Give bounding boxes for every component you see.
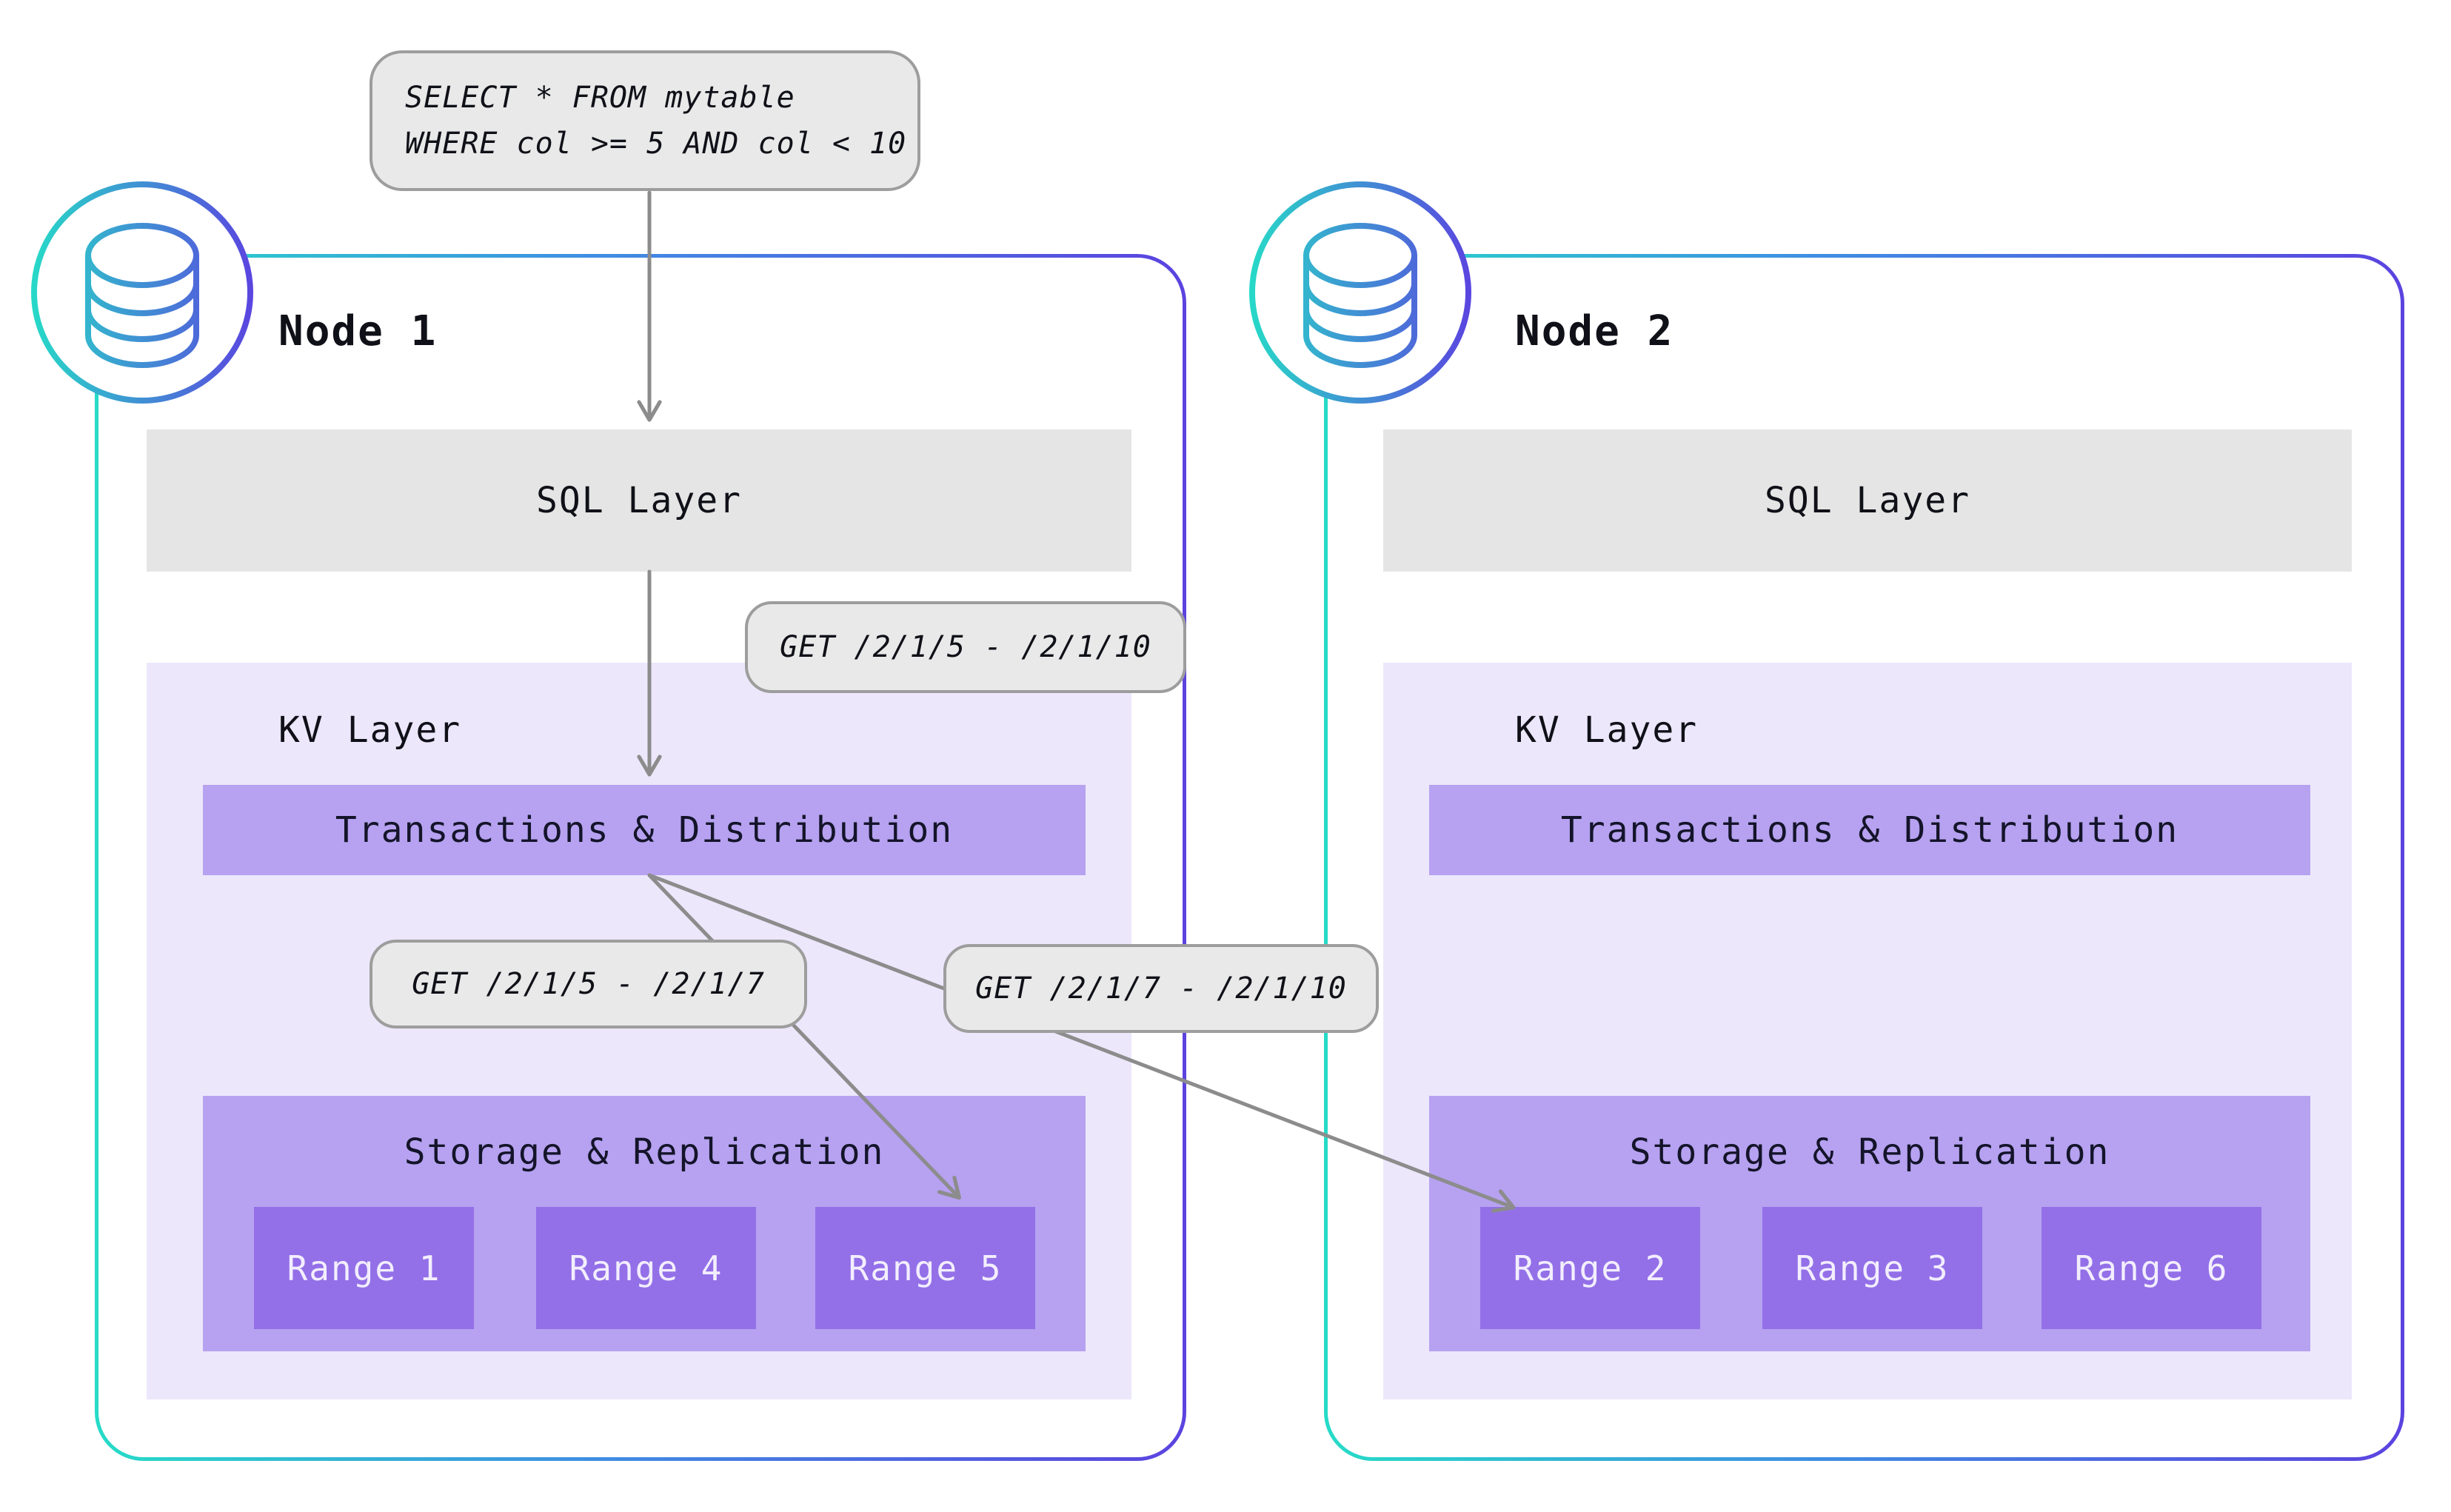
sql-query-callout: SELECT * FROM mytable WHERE col >= 5 AND…: [370, 50, 920, 191]
range-label: Range 4: [569, 1248, 723, 1288]
range-label: Range 5: [848, 1248, 1003, 1288]
node-2-storage-label: Storage & Replication: [1629, 1131, 2110, 1173]
node-2-transactions-bar: Transactions & Distribution: [1429, 785, 2310, 875]
range-label: Range 6: [2074, 1248, 2229, 1288]
node-1-storage-label: Storage & Replication: [404, 1131, 885, 1173]
node-2-range-6: Range 6: [2042, 1207, 2261, 1329]
range-label: Range 1: [287, 1248, 441, 1288]
node-1-transactions-label: Transactions & Distribution: [335, 809, 954, 851]
node-1-range-1: Range 1: [254, 1207, 474, 1329]
node-1-database-icon: [31, 181, 253, 404]
node-1-range-5: Range 5: [815, 1207, 1035, 1329]
node-2-sql-layer: SQL Layer: [1383, 429, 2352, 572]
node-2-database-icon: [1249, 181, 1471, 404]
node-1-sql-layer: SQL Layer: [147, 429, 1131, 572]
kv-get-callout-text: GET /2/1/5 - /2/1/10: [780, 630, 1151, 664]
node-2-storage-box: Storage & Replication Range 2 Range 3 Ra…: [1429, 1096, 2310, 1351]
node-2-title: Node 2: [1515, 307, 1674, 355]
node-2-range-3: Range 3: [1762, 1207, 1982, 1329]
range-label: Range 3: [1795, 1248, 1950, 1288]
node-2-transactions-label: Transactions & Distribution: [1560, 809, 2179, 851]
node-1-transactions-bar: Transactions & Distribution: [203, 785, 1086, 875]
node-1-storage-box: Storage & Replication Range 1 Range 4 Ra…: [203, 1096, 1086, 1351]
range-label: Range 2: [1513, 1248, 1668, 1288]
node-1-kv-layer-label: KV Layer: [278, 709, 462, 751]
sql-query-line-1: SELECT * FROM mytable: [405, 81, 795, 115]
node-2-kv-layer-label: KV Layer: [1515, 709, 1699, 751]
sql-query-line-2: WHERE col >= 5 AND col < 10: [405, 127, 907, 161]
get-range2-callout: GET /2/1/7 - /2/1/10: [943, 944, 1379, 1033]
node-1-sql-layer-label: SQL Layer: [535, 480, 743, 521]
get-range5-callout: GET /2/1/5 - /2/1/7: [370, 940, 807, 1028]
node-2-range-2: Range 2: [1480, 1207, 1700, 1329]
node-2-sql-layer-label: SQL Layer: [1764, 480, 1971, 521]
kv-get-callout: GET /2/1/5 - /2/1/10: [745, 601, 1186, 693]
get-range5-callout-text: GET /2/1/5 - /2/1/7: [412, 967, 765, 1001]
node-1-title: Node 1: [278, 307, 438, 355]
get-range2-callout-text: GET /2/1/7 - /2/1/10: [975, 971, 1347, 1006]
node-1-range-4: Range 4: [536, 1207, 756, 1329]
